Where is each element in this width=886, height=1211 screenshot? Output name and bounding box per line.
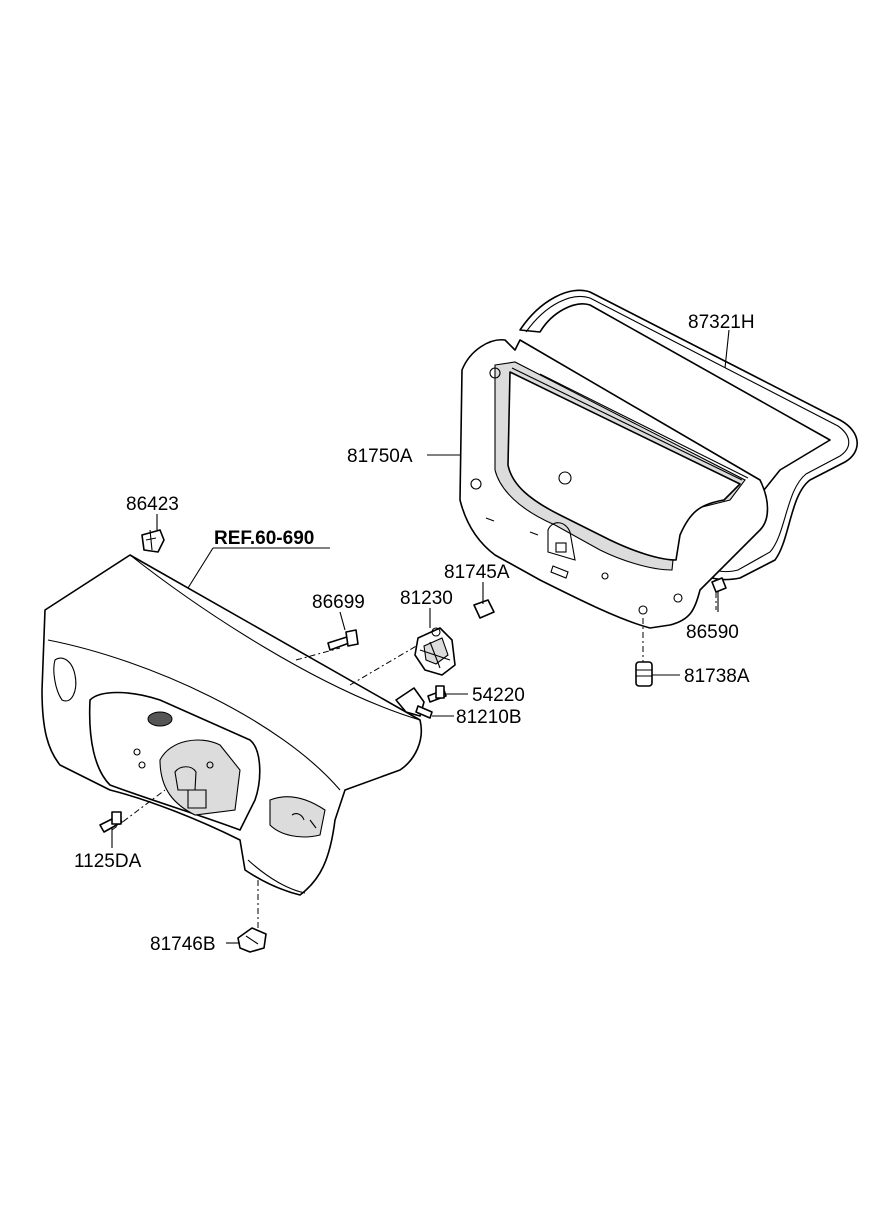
label-81210B: 81210B	[456, 707, 522, 728]
label-81738A: 81738A	[684, 666, 750, 687]
label-54220: 54220	[472, 685, 525, 706]
label-87321H: 87321H	[688, 312, 755, 333]
weatherstrip-87321H	[519, 289, 858, 581]
label-81745A: 81745A	[444, 562, 510, 583]
part-1125DA	[99, 811, 123, 833]
part-81738A	[635, 661, 653, 687]
label-86699: 86699	[312, 592, 365, 613]
trunk-lid	[41, 554, 422, 896]
label-1125DA: 1125DA	[74, 851, 142, 872]
label-86590: 86590	[686, 622, 739, 643]
part-86590	[711, 577, 727, 593]
label-81746B: 81746B	[150, 934, 216, 955]
part-86699	[327, 629, 359, 651]
trunk-trim-81750A	[459, 339, 769, 629]
part-81745A	[473, 599, 495, 619]
label-81230: 81230	[400, 588, 453, 609]
label-reference: REF.60-690	[214, 528, 314, 549]
part-81210B	[395, 687, 433, 719]
part-81230	[414, 627, 456, 676]
part-54220	[427, 685, 447, 703]
label-86423: 86423	[126, 494, 179, 515]
part-81746B	[237, 927, 267, 953]
label-81750A: 81750A	[347, 446, 413, 467]
part-86423	[141, 529, 165, 553]
